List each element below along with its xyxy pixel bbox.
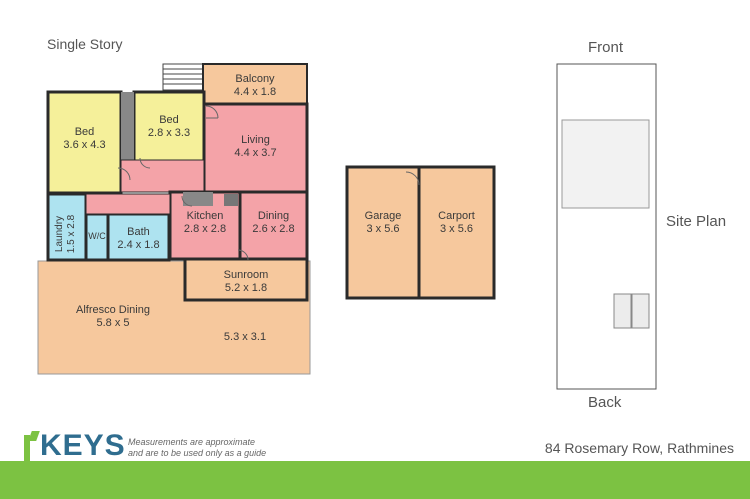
carport-label: Carport 3 x 5.6 bbox=[419, 210, 494, 236]
kitchen-label: Kitchen 2.8 x 2.8 bbox=[170, 210, 240, 236]
front-label: Front bbox=[588, 39, 624, 56]
laundry-dims: 1.5 x 2.8 bbox=[66, 214, 77, 254]
bed2-dims: 2.8 x 3.3 bbox=[147, 127, 191, 139]
kitchen-name: Kitchen bbox=[186, 210, 224, 222]
sunroom-room bbox=[183, 257, 309, 302]
alfresco-name: Alfresco Dining bbox=[76, 304, 150, 316]
garage-dims: 3 x 5.6 bbox=[366, 223, 400, 235]
balcony-label: Balcony 4.4 x 1.8 bbox=[203, 73, 307, 99]
disclaimer: Measurements are approximate and are to … bbox=[128, 437, 266, 459]
garage-name: Garage bbox=[364, 210, 402, 222]
disclaimer-line1: Measurements are approximate bbox=[128, 437, 256, 447]
site-garage bbox=[613, 293, 632, 329]
laundry-name: Laundry bbox=[54, 215, 65, 253]
site-boundary bbox=[556, 63, 657, 390]
balcony-dims: 4.4 x 1.8 bbox=[233, 86, 277, 98]
laundry-room bbox=[46, 192, 88, 262]
bath-dims: 2.4 x 1.8 bbox=[117, 239, 160, 251]
sunroom-name: Sunroom bbox=[223, 269, 269, 281]
bed1-label: Bed 3.6 x 4.3 bbox=[48, 126, 121, 152]
keys-logo-text: KEYS bbox=[40, 429, 126, 462]
living-dims: 4.4 x 3.7 bbox=[234, 147, 277, 159]
living-room bbox=[202, 102, 309, 194]
dining-dims: 2.6 x 2.8 bbox=[252, 223, 295, 235]
dining-name: Dining bbox=[257, 210, 290, 222]
fridge bbox=[224, 194, 238, 206]
keys-logo-mark bbox=[24, 431, 40, 461]
wardrobe-1 bbox=[121, 92, 134, 160]
wc-label: W/C bbox=[88, 231, 106, 241]
garage-door-swing bbox=[405, 171, 420, 186]
site-plan-label: Site Plan bbox=[666, 213, 727, 230]
kitchen-dims: 2.8 x 2.8 bbox=[183, 223, 227, 235]
sunroom-label: Sunroom 5.2 x 1.8 bbox=[185, 269, 307, 295]
property-address: 84 Rosemary Row, Rathmines bbox=[544, 440, 734, 456]
site-carport bbox=[631, 293, 650, 329]
alfresco-label: Alfresco Dining 5.8 x 5 bbox=[48, 304, 178, 330]
carport-room bbox=[417, 165, 496, 300]
alfresco-dims: 5.8 x 5 bbox=[96, 317, 130, 329]
carport-dims: 3 x 5.6 bbox=[439, 223, 474, 235]
floor-plan bbox=[37, 63, 657, 390]
bed2-name: Bed bbox=[159, 114, 179, 126]
dining-label: Dining 2.6 x 2.8 bbox=[240, 210, 307, 236]
bath-label: Bath 2.4 x 1.8 bbox=[108, 226, 169, 252]
keys-logo: KEYS bbox=[24, 427, 126, 461]
balcony-name: Balcony bbox=[235, 73, 275, 85]
bed1-dims: 3.6 x 4.3 bbox=[63, 139, 106, 151]
garage-label: Garage 3 x 5.6 bbox=[347, 210, 419, 236]
site-house-footprint bbox=[561, 119, 650, 209]
deck-label: 5.3 x 3.1 bbox=[223, 331, 267, 343]
garage-room bbox=[345, 165, 421, 300]
bath-room bbox=[106, 212, 171, 262]
laundry-label: Laundry 1.5 x 2.8 bbox=[54, 199, 78, 269]
sunroom-dims: 5.2 x 1.8 bbox=[224, 282, 268, 294]
living-name: Living bbox=[241, 134, 270, 146]
corridor-2 bbox=[85, 193, 171, 215]
single-story-title: Single Story bbox=[47, 36, 123, 52]
kitchen-bench bbox=[183, 192, 213, 206]
carport-name: Carport bbox=[438, 210, 475, 222]
disclaimer-line2: and are to be used only as a guide bbox=[128, 448, 267, 458]
footer-green-band bbox=[0, 461, 750, 499]
bath-name: Bath bbox=[127, 226, 150, 238]
bed1-name: Bed bbox=[74, 126, 95, 138]
stairs bbox=[162, 63, 204, 91]
back-label: Back bbox=[588, 394, 622, 411]
door-swings bbox=[117, 105, 249, 261]
balcony-room bbox=[202, 63, 308, 105]
living-label: Living 4.4 x 3.7 bbox=[204, 134, 307, 160]
bed2-label: Bed 2.8 x 3.3 bbox=[134, 114, 204, 140]
hallway bbox=[120, 159, 205, 193]
